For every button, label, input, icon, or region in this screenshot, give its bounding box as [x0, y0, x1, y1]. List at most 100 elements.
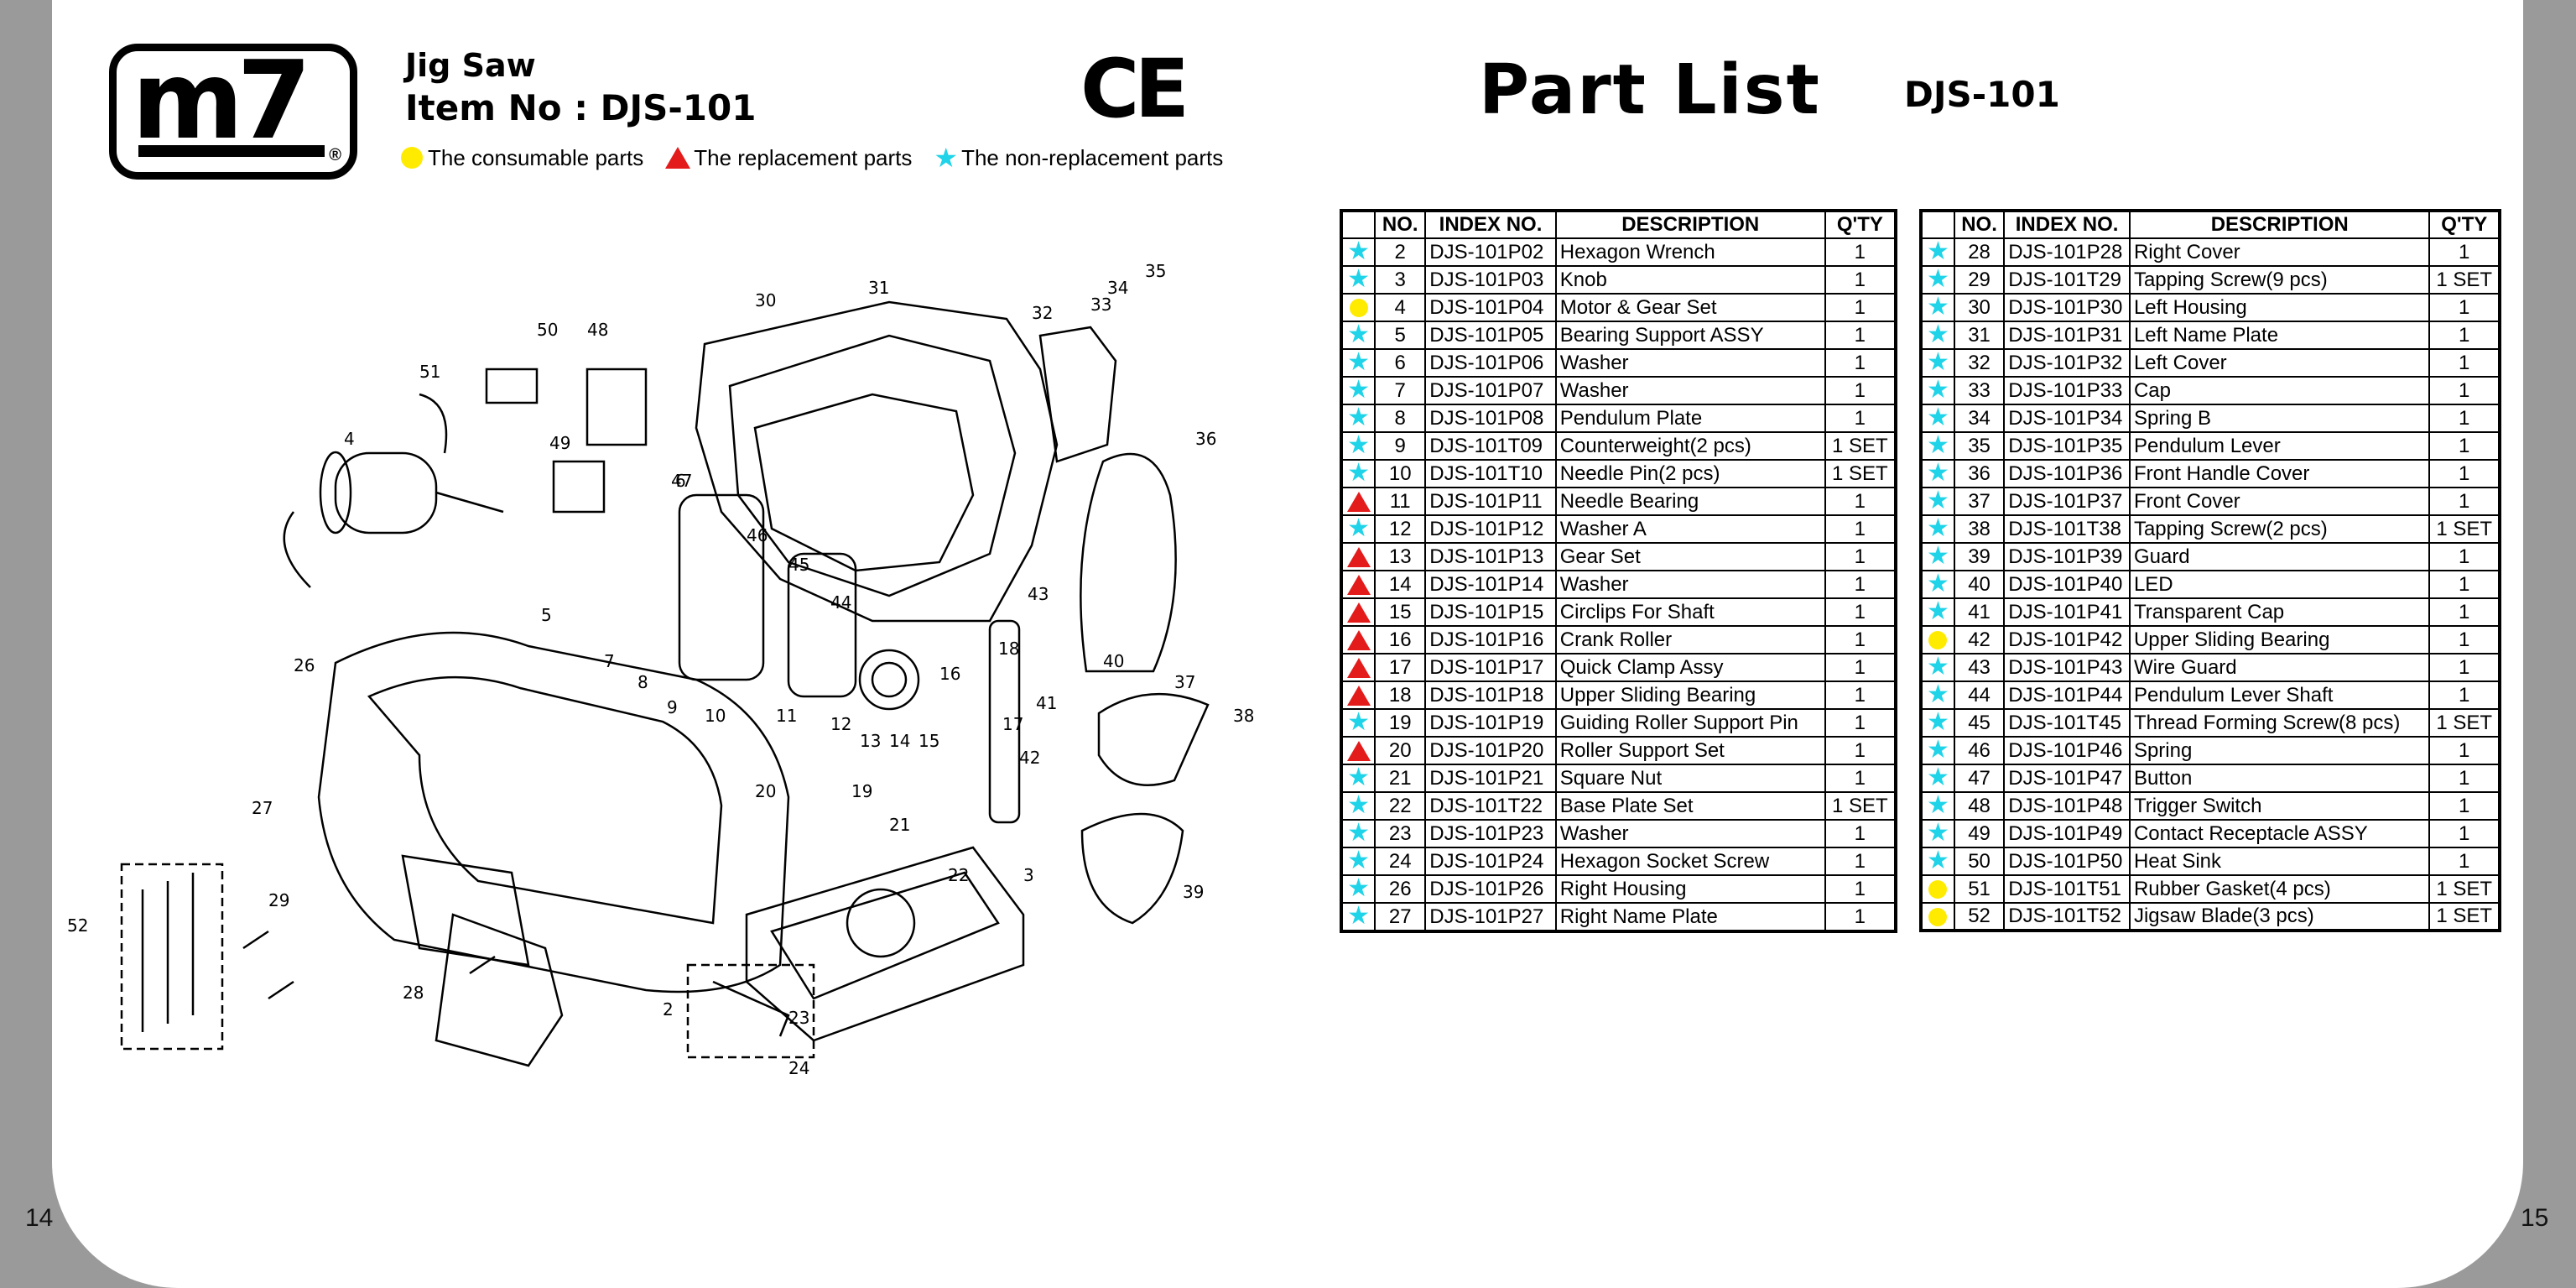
no-cell: 24	[1374, 847, 1427, 876]
index-no-cell: DJS-101P35	[2003, 431, 2131, 461]
symbol-cell	[1340, 542, 1376, 571]
description-cell: Pendulum Plate	[1554, 404, 1826, 433]
legend-replacement: The replacement parts	[665, 145, 912, 171]
index-no-cell: DJS-101P32	[2003, 348, 2131, 378]
callout-52: 52	[67, 915, 88, 936]
qty-cell: 1	[2428, 321, 2501, 350]
index-no-cell: DJS-101P11	[1424, 487, 1557, 516]
qty-cell: 1	[2428, 293, 2501, 322]
right-name-plate-part	[435, 913, 564, 1067]
cyan-star-icon: ★	[1926, 681, 1949, 708]
cyan-star-icon: ★	[1347, 514, 1370, 542]
trigger-switch-part	[585, 368, 648, 446]
symbol-cell: ★	[1920, 237, 1955, 267]
no-cell: 8	[1374, 404, 1427, 433]
no-cell: 3	[1374, 265, 1427, 295]
symbol-cell: ★	[1340, 404, 1376, 433]
description-cell: Washer	[1554, 376, 1826, 405]
no-cell: 19	[1374, 708, 1427, 738]
callout-27: 27	[252, 798, 273, 818]
qty-cell: 1	[1824, 514, 1897, 544]
callout-10: 10	[705, 706, 726, 726]
description-cell: Guard	[2128, 542, 2431, 571]
no-cell: 48	[1953, 791, 2006, 821]
legend-label: The non-replacement parts	[961, 144, 1224, 170]
index-no-cell: DJS-101P50	[2003, 847, 2131, 876]
qty-cell: 1 SET	[2428, 902, 2501, 931]
no-cell: 12	[1374, 514, 1427, 544]
description-cell: Left Cover	[2128, 348, 2431, 378]
qty-cell: 1	[2428, 542, 2501, 571]
description-cell: Upper Sliding Bearing	[1554, 681, 1826, 710]
description-cell: Washer	[1554, 570, 1826, 599]
qty-cell: 1	[1824, 404, 1897, 433]
index-no-cell: DJS-101P33	[2003, 376, 2131, 405]
callout-8: 8	[637, 672, 648, 692]
cyan-star-icon: ★	[1347, 376, 1370, 404]
description-cell: Gear Set	[1554, 542, 1826, 571]
no-cell: 6	[1374, 348, 1427, 378]
cyan-star-icon: ★	[1347, 847, 1370, 874]
brand-logo: m7 ®	[109, 44, 357, 180]
base-plate-part	[745, 846, 1025, 1042]
index-no-cell: DJS-101P39	[2003, 542, 2131, 571]
symbol-cell: ★	[1920, 376, 1955, 405]
index-no-cell: DJS-101P36	[2003, 459, 2131, 488]
red-triangle-icon	[1346, 658, 1371, 679]
legend-consumable: The consumable parts	[401, 145, 643, 171]
cyan-star-icon: ★	[1926, 237, 1949, 265]
symbol-cell: ★	[1920, 708, 1955, 738]
callout-42: 42	[1019, 748, 1040, 768]
symbol-cell: ★	[1340, 791, 1376, 821]
description-cell: Right Housing	[1554, 874, 1826, 904]
ce-mark: CE	[1080, 42, 1189, 136]
contact-receptacle-part	[552, 460, 606, 514]
qty-cell: 1	[1824, 847, 1897, 876]
description-cell: Washer	[1554, 348, 1826, 378]
part-list-title: Part List	[1479, 50, 1821, 130]
no-cell: 37	[1953, 487, 2006, 516]
description-cell: Jigsaw Blade(3 pcs)	[2128, 902, 2431, 931]
index-no-cell: DJS-101P04	[1424, 293, 1557, 322]
plunger-part	[988, 619, 1021, 824]
description-cell: Contact Receptacle ASSY	[2128, 819, 2431, 848]
symbol-cell	[1340, 736, 1376, 765]
index-no-cell: DJS-101T09	[1424, 431, 1557, 461]
left-housing-part	[695, 300, 1059, 623]
qty-cell: 1	[2428, 431, 2501, 461]
no-cell: 29	[1953, 265, 2006, 295]
index-no-cell: DJS-101P41	[2003, 597, 2131, 627]
cyan-star-icon: ★	[1926, 570, 1949, 597]
index-no-cell: DJS-101P15	[1424, 597, 1557, 627]
left-cover-part	[1038, 326, 1117, 463]
no-cell: 9	[1374, 431, 1427, 461]
description-cell: Knob	[1554, 265, 1826, 295]
index-no-cell: DJS-101P23	[1424, 819, 1557, 848]
registered-mark: ®	[329, 146, 341, 164]
symbol-cell: ★	[1340, 847, 1376, 876]
description-cell: Circlips For Shaft	[1554, 597, 1826, 627]
qty-cell: 1	[2428, 764, 2501, 793]
qty-cell: 1	[1824, 736, 1897, 765]
cyan-star-icon: ★	[1347, 708, 1370, 736]
yellow-dot-icon	[1349, 299, 1368, 318]
callout-9: 9	[667, 697, 678, 717]
symbol-legend: The consumable parts The replacement par…	[401, 144, 1245, 171]
no-cell: 15	[1374, 597, 1427, 627]
pendulum-plate-part	[678, 493, 765, 681]
description-cell: Needle Bearing	[1554, 487, 1826, 516]
description-cell: Button	[2128, 764, 2431, 793]
